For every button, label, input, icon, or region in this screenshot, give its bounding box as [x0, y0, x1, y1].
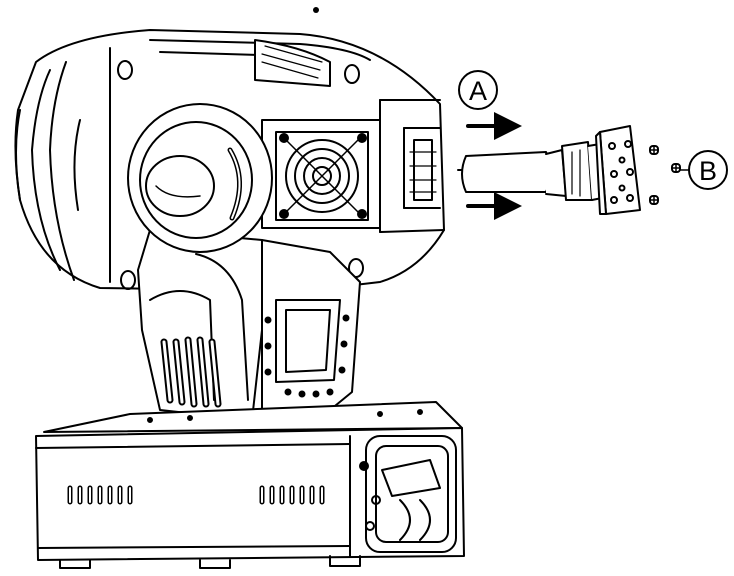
base	[35, 401, 465, 569]
tilt-hub	[127, 103, 273, 253]
yoke-arm	[137, 229, 361, 421]
insertion-arrows	[466, 112, 522, 220]
lamp-bulb	[461, 151, 552, 193]
screws	[649, 145, 681, 205]
top-dot	[313, 7, 319, 13]
callout-b: B	[679, 150, 728, 190]
callout-b-label: B	[699, 156, 717, 186]
fan-panel	[261, 119, 381, 229]
lamp-assembly	[457, 125, 641, 215]
arrow-upper-head	[494, 112, 522, 140]
callout-a: A	[458, 70, 498, 110]
callout-a-label: A	[469, 76, 487, 106]
arrow-lower-head	[494, 192, 522, 220]
